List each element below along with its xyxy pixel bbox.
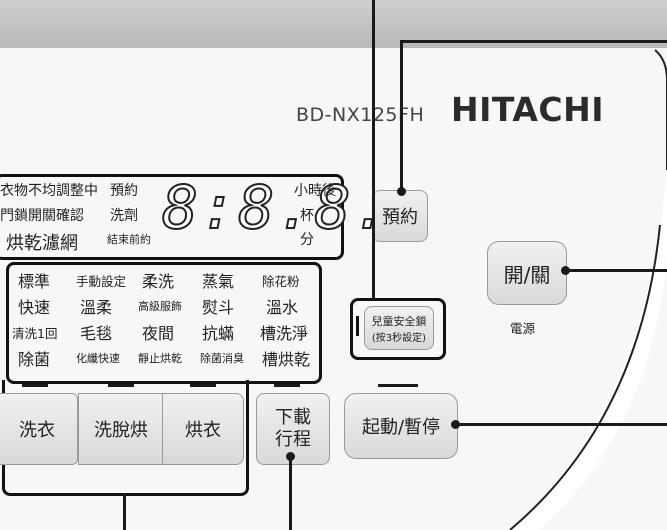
power-label: 開/關 <box>503 262 551 287</box>
indicator-dash <box>378 384 418 387</box>
course-anti-mite: 抗蟎 <box>202 324 235 343</box>
indicator-dash <box>190 384 216 387</box>
course-gentle: 柔洗 <box>142 272 175 291</box>
course-fine-clothes: 高級服飾 <box>138 300 182 313</box>
indicator-dash <box>274 384 300 387</box>
course-blanket: 毛毯 <box>80 324 113 343</box>
course-frame <box>6 262 322 384</box>
callout-dot <box>397 187 406 196</box>
dry-button[interactable]: 烘衣 <box>162 393 244 465</box>
indicator-dash <box>22 384 48 387</box>
child-lock-label: 兒童安全鎖 <box>371 314 427 328</box>
indicator-dash <box>108 384 134 387</box>
course-pollen: 除花粉 <box>262 274 300 289</box>
power-button[interactable]: 開/關 <box>487 241 567 305</box>
course-warm-water: 溫水 <box>266 298 299 317</box>
reserve-button[interactable]: 預約 <box>372 190 428 242</box>
start-pause-label: 起動/暫停 <box>361 417 441 438</box>
model-number: BD-NX125FH <box>296 104 425 126</box>
course-quick: 快速 <box>18 298 51 317</box>
wash-button[interactable]: 洗衣 <box>0 393 78 465</box>
power-caption: 電源 <box>510 321 536 336</box>
callout-line <box>289 455 292 530</box>
callout-line <box>400 40 667 43</box>
course-manual: 手動設定 <box>76 274 127 289</box>
indicator-detergent: 洗劑 <box>110 208 138 224</box>
indicator-reserve: 預約 <box>110 183 138 199</box>
course-rinse-once: 清洗1回 <box>12 326 58 341</box>
status-dry-filter: 烘乾濾網 <box>6 233 78 254</box>
course-standard: 標準 <box>18 272 51 291</box>
child-lock-button[interactable]: 兒童安全鎖 (按3秒設定) <box>364 306 434 350</box>
download-course-label: 下載 行程 <box>275 407 311 450</box>
status-door-lock: 門鎖開關確認 <box>0 208 84 224</box>
callout-line <box>372 0 375 300</box>
unit-hours-later: 小時後 <box>294 183 336 199</box>
course-static-dry: 靜止烘乾 <box>138 352 182 365</box>
course-tub-dry: 槽烘乾 <box>262 350 311 369</box>
course-iron: 熨斗 <box>202 298 235 317</box>
unit-cups: 杯 <box>300 208 314 224</box>
child-lock-led <box>356 316 359 336</box>
status-uneven-load: 衣物不均調整中 <box>0 183 98 199</box>
child-lock-hint: (按3秒設定) <box>371 332 427 344</box>
course-soft: 溫柔 <box>80 298 113 317</box>
segment-display: 8:8.8. <box>161 172 391 244</box>
callout-dot <box>286 452 295 461</box>
reserve-label: 預約 <box>382 207 418 228</box>
wash-dry-button[interactable]: 洗脫烘 <box>78 393 164 465</box>
display-frame <box>0 174 344 260</box>
callout-dot <box>561 266 570 275</box>
course-tub-clean: 槽洗淨 <box>260 324 309 343</box>
course-night: 夜間 <box>142 324 175 343</box>
start-pause-button[interactable]: 起動/暫停 <box>344 393 458 459</box>
brand-logo: HITACHI <box>451 90 604 129</box>
callout-dot <box>451 420 460 429</box>
course-synthetic-quick: 化纖快速 <box>76 352 120 365</box>
wash-dry-label: 洗脫烘 <box>94 420 148 441</box>
course-deodorize: 除菌消臭 <box>200 352 244 365</box>
indicator-time-before-end: 結束前約 <box>107 233 151 246</box>
wash-label: 洗衣 <box>19 420 55 441</box>
child-lock-frame <box>350 298 446 360</box>
dry-label: 烘衣 <box>185 420 221 441</box>
course-steam: 蒸氣 <box>202 272 235 291</box>
course-sterilize: 除菌 <box>18 350 51 369</box>
callout-line <box>400 40 403 192</box>
callout-line <box>456 423 667 426</box>
callout-line <box>565 269 667 272</box>
callout-line <box>123 493 126 530</box>
unit-minutes: 分 <box>300 232 314 248</box>
